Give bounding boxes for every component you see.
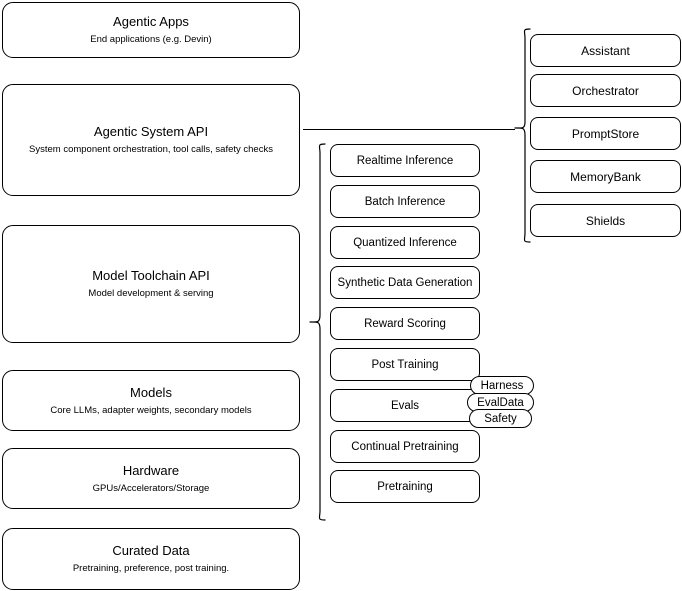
brace-system-components [511,28,531,243]
layer-subtitle: GPUs/Accelerators/Storage [92,482,210,494]
component-box-pretraining[interactable]: Pretraining [330,470,480,503]
component-label: Quantized Inference [353,236,457,249]
layer-subtitle: Model development & serving [88,288,214,299]
layer-box-hardware[interactable]: Hardware GPUs/Accelerators/Storage [2,448,300,509]
component-box-batch-inference[interactable]: Batch Inference [330,185,480,218]
layer-subtitle: System component orchestration, tool cal… [29,144,273,155]
brace-toolchain-components [306,143,326,521]
component-label: Reward Scoring [364,317,446,330]
layer-box-agentic-system-api[interactable]: Agentic System API System component orch… [2,84,300,196]
component-label: Pretraining [377,480,433,493]
evals-pill-evaldata[interactable]: EvalData [467,393,534,412]
connector-line-system-api-to-components [303,129,515,130]
component-label: Batch Inference [364,195,446,208]
layer-title: Models [130,384,172,400]
layer-subtitle: Core LLMs, adapter weights, secondary mo… [50,404,252,416]
layer-subtitle: End applications (e.g. Devin) [90,34,212,45]
component-label: Synthetic Data Generation [337,276,473,289]
system-component-label: MemoryBank [570,169,641,184]
layer-title: Agentic Apps [113,14,189,29]
layer-subtitle: Pretraining, preference, post training. [72,563,230,574]
system-component-box-orchestrator[interactable]: Orchestrator [530,74,681,107]
evals-pill-safety[interactable]: Safety [469,409,532,428]
layer-box-curated-data[interactable]: Curated Data Pretraining, preference, po… [2,528,300,590]
component-box-post-training[interactable]: Post Training [330,348,480,381]
component-label: Continual Pretraining [351,440,459,453]
layer-title: Hardware [122,462,180,478]
system-component-label: Orchestrator [572,83,639,98]
layer-title: Model Toolchain API [92,268,210,283]
component-box-continual-pretraining[interactable]: Continual Pretraining [330,430,480,463]
system-component-label: Assistant [581,43,630,58]
layer-title: Agentic System API [93,124,209,139]
system-component-box-assistant[interactable]: Assistant [530,34,681,67]
component-label: Realtime Inference [356,154,454,167]
system-component-label: Shields [585,213,626,228]
layer-title: Curated Data [112,543,190,558]
layer-box-agentic-apps[interactable]: Agentic Apps End applications (e.g. Devi… [2,2,300,58]
component-box-reward-scoring[interactable]: Reward Scoring [330,307,480,340]
component-label: Post Training [371,358,439,371]
system-component-box-shields[interactable]: Shields [530,204,681,237]
system-component-box-memorybank[interactable]: MemoryBank [530,160,681,193]
system-component-label: PromptStore [571,126,640,141]
component-box-realtime-inference[interactable]: Realtime Inference [330,144,480,177]
system-component-box-promptstore[interactable]: PromptStore [530,117,681,150]
layer-box-model-toolchain-api[interactable]: Model Toolchain API Model development & … [2,225,300,343]
component-label: Evals [390,399,420,412]
component-box-evals[interactable]: Evals [330,389,480,422]
component-box-quantized-inference[interactable]: Quantized Inference [330,226,480,259]
layer-box-models[interactable]: Models Core LLMs, adapter weights, secon… [2,370,300,431]
component-box-synthetic-data-generation[interactable]: Synthetic Data Generation [330,266,480,299]
